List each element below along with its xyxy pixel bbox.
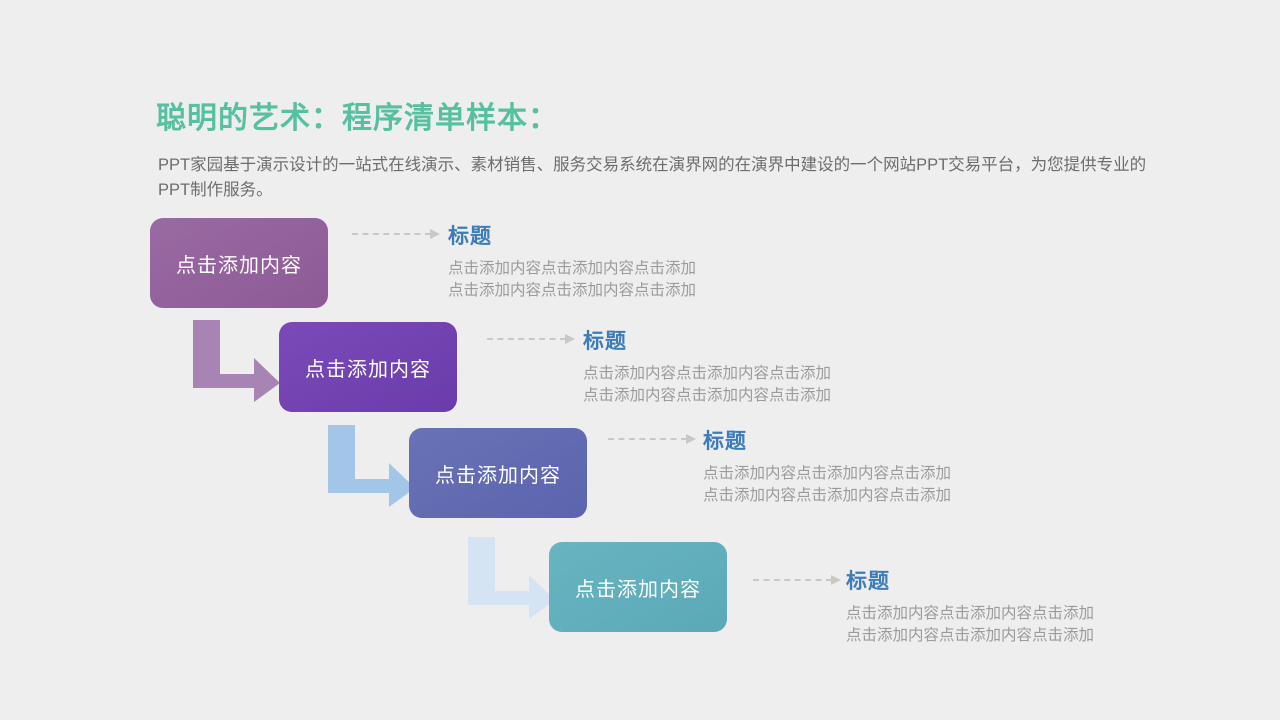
flow-box-3-label: 点击添加内容 [435,464,561,487]
desc-title-4: 标题 [846,570,890,593]
desc-body-1-line1: 点击添加内容点击添加内容点击添加 [448,260,697,277]
connector-4-arrowhead [831,575,841,585]
flow-box-1[interactable]: 点击添加内容 [150,218,328,308]
page-subtitle: PPT家园基于演示设计的一站式在线演示、素材销售、服务交易系统在演界网的在演界中… [158,156,1147,199]
connector-2 [487,334,575,344]
elbow-arrow-4 [468,537,555,619]
flow-box-3[interactable]: 点击添加内容 [409,428,587,518]
desc-title-2: 标题 [583,330,627,353]
desc-body-1-line2: 点击添加内容点击添加内容点击添加 [448,282,697,300]
connector-1-line [352,233,431,235]
desc-title-1: 标题 [448,225,492,248]
desc-title-3: 标题 [703,430,747,453]
desc-body-4-line1: 点击添加内容点击添加内容点击添加 [846,605,1095,622]
desc-body-4: 点击添加内容点击添加内容点击添加 点击添加内容点击添加内容点击添加 [846,603,1094,648]
connector-3 [608,434,696,444]
connector-1-arrowhead [430,229,440,239]
desc-body-2-line1: 点击添加内容点击添加内容点击添加 [583,365,832,382]
connector-2-line [487,338,566,340]
connector-3-line [608,438,687,440]
connector-4 [753,575,841,585]
connector-2-arrowhead [565,334,575,344]
connector-1 [352,229,440,239]
elbow-arrow-3 [328,425,415,507]
desc-body-3: 点击添加内容点击添加内容点击添加 点击添加内容点击添加内容点击添加 [703,463,951,508]
elbow-arrow-2 [193,320,280,402]
desc-body-4-line2: 点击添加内容点击添加内容点击添加 [846,627,1095,645]
flow-box-1-label: 点击添加内容 [176,254,302,277]
desc-body-1: 点击添加内容点击添加内容点击添加 点击添加内容点击添加内容点击添加 [448,258,696,303]
connector-3-arrowhead [686,434,696,444]
page-title: 聪明的艺术：程序清单样本： [156,102,559,135]
connector-4-line [753,579,832,581]
flow-box-2-label: 点击添加内容 [305,358,431,381]
desc-body-3-line2: 点击添加内容点击添加内容点击添加 [703,487,952,505]
flow-box-2[interactable]: 点击添加内容 [279,322,457,412]
flow-box-4-label: 点击添加内容 [575,578,701,601]
desc-body-2-line2: 点击添加内容点击添加内容点击添加 [583,387,832,405]
desc-body-3-line1: 点击添加内容点击添加内容点击添加 [703,465,952,482]
flow-box-4[interactable]: 点击添加内容 [549,542,727,632]
desc-body-2: 点击添加内容点击添加内容点击添加 点击添加内容点击添加内容点击添加 [583,363,831,408]
